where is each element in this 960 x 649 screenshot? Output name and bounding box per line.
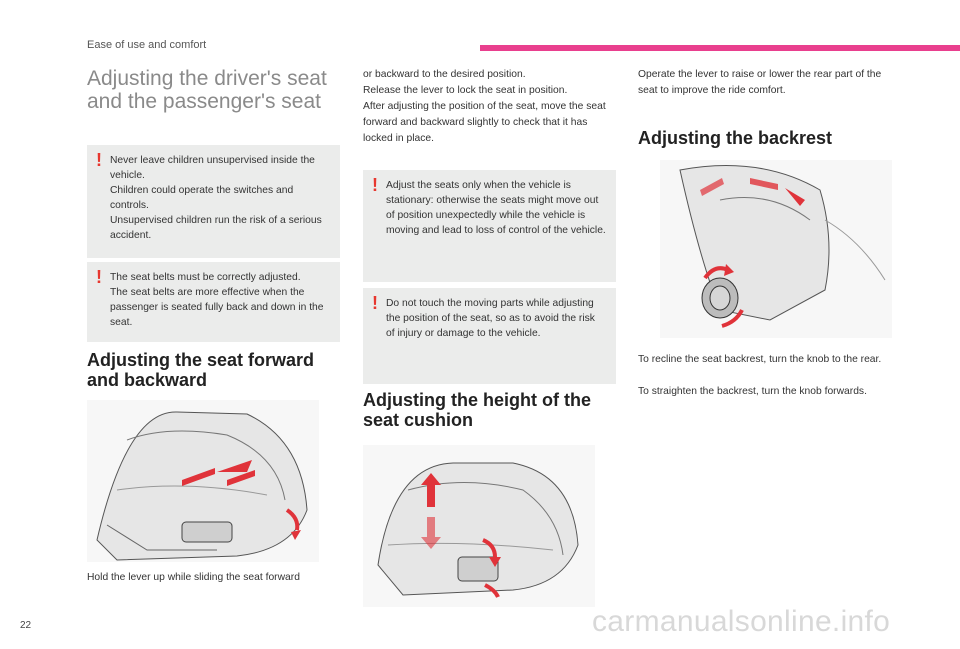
warning-text: The seat belts are more effective when t… [110,287,324,328]
backrest-knob-illustration [660,160,892,338]
body-text-forward-1: Hold the lever up while sliding the seat… [87,572,300,583]
warning-icon: ! [372,175,378,195]
warning-icon: ! [96,267,102,287]
section-heading-height: Adjusting the height of the seat cushion [363,390,591,430]
page-number: 22 [20,620,32,631]
watermark: carmanualsonline.info [592,605,891,638]
warning-stationary: ! Adjust the seats only when the vehicle… [363,170,616,282]
section-rule [480,45,960,51]
warning-text: Never leave children unsupervised inside… [110,155,315,181]
warning-text: Adjust the seats only when the vehicle i… [386,180,606,236]
section-label: Ease of use and comfort [87,39,207,51]
section-heading-forward: Adjusting the seat forward and backward [87,350,315,390]
section-heading-backrest: Adjusting the backrest [638,128,833,148]
warning-text: The seat belts must be correctly adjuste… [110,272,301,283]
warning-seat-belts: ! The seat belts must be correctly adjus… [87,262,340,342]
seat-height-illustration [363,445,595,607]
body-text-height: Operate the lever to raise or lower the … [638,69,882,96]
seat-slide-illustration [87,400,319,562]
warning-icon: ! [372,293,378,313]
warning-text: Do not touch the moving parts while adju… [386,298,595,339]
body-text-backrest-1: To recline the seat backrest, turn the k… [638,354,882,365]
body-text-forward-3: Release the lever to lock the seat in po… [363,85,568,96]
body-text-forward-2: or backward to the desired position. [363,69,526,80]
warning-moving-parts: ! Do not touch the moving parts while ad… [363,288,616,384]
warning-children: ! Never leave children unsupervised insi… [87,145,340,258]
body-text-forward-4: After adjusting the position of the seat… [363,101,606,144]
warning-icon: ! [96,150,102,170]
warning-text: Children could operate the switches and … [110,185,294,211]
warning-text: Unsupervised children run the risk of a … [110,215,322,241]
body-text-backrest-2: To straighten the backrest, turn the kno… [638,386,867,397]
page-title: Adjusting the driver's seat and the pass… [87,67,327,113]
